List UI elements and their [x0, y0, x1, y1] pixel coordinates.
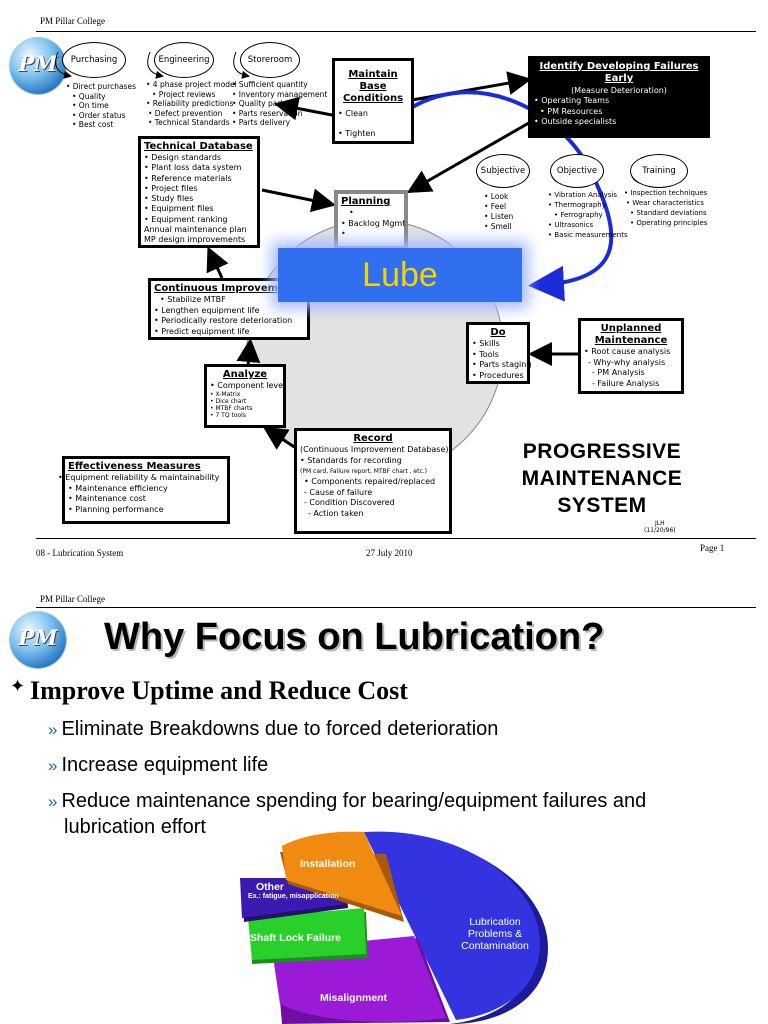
chevron-icon: » [48, 756, 58, 775]
analyze-title: Analyze [222, 369, 268, 380]
footer-page: Page 1 [700, 543, 725, 553]
lubrication-failure-pie [240, 831, 548, 1024]
purchasing-cloud: Purchasing [62, 42, 126, 78]
slide2-header-rule [36, 607, 756, 608]
logo-text-2: PM [18, 625, 58, 650]
effectiveness-title: Effectiveness Measures [68, 461, 201, 472]
identify-title: Identify Developing Failures Early [539, 61, 699, 84]
technical-title: Technical Database [144, 141, 253, 152]
chevron-icon: » [48, 720, 58, 739]
unplanned-title: Unplanned Maintenance [594, 323, 668, 346]
unplanned-maintenance-box: Unplanned Maintenance • Root cause analy… [578, 318, 684, 394]
pie-label-other: Other [256, 881, 285, 893]
sub-bullet-1: »Eliminate Breakdowns due to forced dete… [48, 718, 499, 740]
engineering-list: • 4 phase project model• Project reviews… [146, 80, 237, 127]
chevron-icon: » [48, 792, 58, 811]
slide2-title: Why Focus on Lubrication? [104, 616, 605, 658]
pie-slice-lubrication [364, 831, 540, 1020]
do-title: Do [490, 327, 506, 338]
main-bullet: Improve Uptime and Reduce Cost [30, 676, 408, 705]
subjective-cloud: Subjective [476, 154, 530, 188]
slide2-header: PM Pillar College [40, 594, 105, 604]
sub-bullet-3: »Reduce maintenance spending for bearing… [48, 790, 647, 812]
footer-rule [36, 538, 756, 539]
footer-date: 27 July 2010 [366, 548, 413, 558]
pms-note: JLH(11/20/96) [644, 520, 676, 534]
maintain-box: Maintain Base Conditions • Clean• Tighte… [332, 58, 414, 144]
effectiveness-box: Effectiveness Measures • Equipment relia… [58, 456, 230, 524]
pie-label-other-sub: Ex.: fatigue, misapplication [248, 893, 339, 900]
training-cloud: Training [630, 154, 688, 188]
pie-slice-shaft-lock [248, 908, 366, 960]
lube-label: Lube [362, 256, 438, 294]
subjective-list: • Look• Feel• Listen• Smell [484, 192, 514, 231]
pie-label-installation: Installation [300, 858, 356, 870]
technical-database-box: Technical Database • Design standards• P… [138, 136, 260, 248]
storeroom-list: • Sufficient quantity• Inventory managem… [232, 80, 328, 127]
planning-box: Planning •• Backlog Mgmt• [334, 190, 408, 250]
header-rule [36, 31, 756, 32]
pm-logo: PM [10, 38, 66, 94]
analyze-box: Analyze • Component level • X-Matrix• Di… [204, 364, 286, 428]
slide1-header: PM Pillar College [40, 16, 105, 26]
logo-text: PM [18, 51, 58, 76]
pie-label-shaft: Shaft Lock Failure [250, 932, 342, 944]
footer-left: 08 - Lubrication System [36, 548, 124, 558]
bullet-star-icon: ✦ [10, 676, 26, 697]
do-box: Do • Skills• Tools• Parts staging• Proce… [466, 322, 531, 384]
training-list: • Inspection techniques• Wear characteri… [624, 189, 708, 227]
engineering-cloud: Engineering [154, 42, 214, 78]
continuous-title: Continuous Improvement [154, 283, 297, 294]
objective-list: • Vibration Analysis• Thermography• Ferr… [548, 191, 628, 239]
purchasing-list: • Direct purchases• Quality• On time• Or… [66, 82, 136, 129]
lube-highlight: Lube [278, 248, 522, 302]
storeroom-cloud: Storeroom [240, 42, 300, 78]
objective-cloud: Objective [550, 154, 604, 188]
pie-label-misalignment: Misalignment [320, 992, 388, 1004]
record-box: Record (Continuous Improvement Database)… [294, 428, 452, 534]
identify-box: Identify Developing Failures Early (Meas… [528, 56, 710, 138]
pm-logo-2: PM [10, 612, 66, 668]
sub-bullet-3-cont: lubrication effort [64, 816, 206, 838]
record-title: Record [353, 433, 393, 444]
planning-title: Planning [341, 196, 391, 207]
maintain-title: Maintain Base Conditions [342, 69, 404, 104]
pie-slice-installation [282, 831, 402, 916]
sub-bullet-2: »Increase equipment life [48, 754, 269, 776]
identify-subtitle: (Measure Deterioration) [571, 86, 667, 95]
